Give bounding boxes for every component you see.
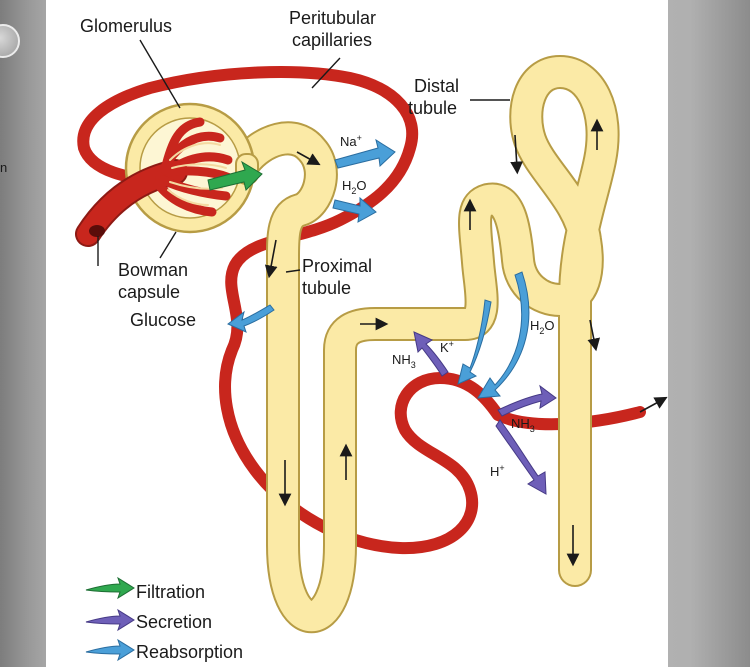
legend-label-reabsorption: Reabsorption <box>136 642 243 662</box>
glomerulus-capillary-tuft <box>75 117 235 247</box>
peritubular-capillary <box>77 66 646 555</box>
label-glucose: Glucose <box>130 310 196 330</box>
legend-arrow-secretion <box>85 608 135 632</box>
leader-lines <box>97 39 510 273</box>
label-peritubular-line1: Peritubular <box>289 8 376 28</box>
secretion-arrow-nh3-right <box>497 384 557 417</box>
reabsorption-arrow-glucose <box>227 304 275 333</box>
chem-nh3-right: NH3 <box>511 416 535 434</box>
legend-item-filtration: Filtration <box>85 576 205 602</box>
chem-nh3-left: NH3 <box>392 352 416 370</box>
label-distal-line1: Distal <box>414 76 459 96</box>
reabsorption-arrow-k <box>457 299 492 385</box>
label-distal-line2: tubule <box>408 98 457 118</box>
label-proximal-line1: Proximal <box>302 256 372 276</box>
process-arrows <box>207 138 557 495</box>
flow-arrow-collecting-mid <box>587 319 601 352</box>
nephron-diagram-panel: Glomerulus Peritubular capillaries Dista… <box>46 0 668 667</box>
legend-label-filtration: Filtration <box>136 582 205 602</box>
chem-h2o-upper: H2O <box>342 178 367 196</box>
label-proximal-line2: tubule <box>302 278 351 298</box>
label-bowman-line1: Bowman <box>118 260 188 280</box>
flow-arrow-vessel-out <box>639 396 668 413</box>
reabsorption-arrow-na <box>334 138 396 169</box>
flow-arrow-proximal-top <box>296 151 321 166</box>
label-peritubular-line2: capillaries <box>292 30 372 50</box>
side-text-fragment: n <box>0 160 8 175</box>
chem-h2o-lower: H2O <box>530 318 555 336</box>
secretion-arrow-nh3-left <box>413 331 449 377</box>
chem-na: Na+ <box>340 133 362 149</box>
flow-arrow-proximal-down <box>264 239 278 279</box>
reabsorption-arrow-h2o-lower <box>477 271 530 399</box>
chem-h: H+ <box>490 463 505 479</box>
legend-arrow-reabsorption <box>85 638 135 662</box>
flow-direction-arrows <box>264 118 668 567</box>
legend-label-secretion: Secretion <box>136 612 212 632</box>
nephron-diagram: Glomerulus Peritubular capillaries Dista… <box>75 8 668 662</box>
legend: Filtration Secretion Reabsorption <box>85 576 243 662</box>
label-bowman-line2: capsule <box>118 282 180 302</box>
legend-arrow-filtration <box>85 576 135 600</box>
legend-item-secretion: Secretion <box>85 608 212 632</box>
nephron-tubule <box>228 55 620 633</box>
reabsorption-arrow-h2o-upper <box>332 196 377 223</box>
flow-arrow-distal-loop <box>510 134 524 175</box>
secretion-arrow-h <box>495 419 547 495</box>
side-control-knob[interactable] <box>0 24 20 58</box>
chem-k: K+ <box>440 339 454 355</box>
label-glomerulus: Glomerulus <box>80 16 172 36</box>
filtration-arrow <box>207 160 263 191</box>
legend-item-reabsorption: Reabsorption <box>85 638 243 662</box>
